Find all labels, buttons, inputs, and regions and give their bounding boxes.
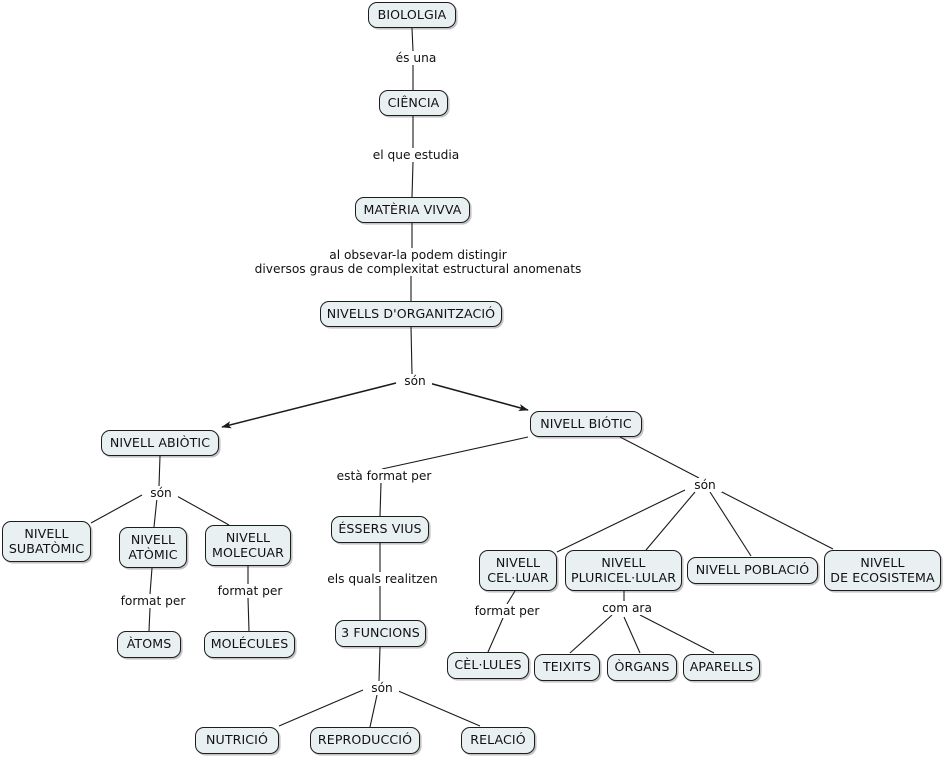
node-celular[interactable]: NIVELL CEL·LUAR: [479, 550, 557, 591]
node-ciencia[interactable]: CIÊNCIA: [379, 90, 448, 116]
link-label-els-quals: els quals realitzen: [321, 572, 444, 586]
edge-format-cellules: [487, 617, 504, 653]
link-label-son-nivells: són: [398, 374, 432, 388]
edge-abiotic-son: [158, 455, 161, 487]
node-organs[interactable]: ÒRGANS: [607, 654, 677, 681]
link-label-format-cel: format per: [469, 604, 545, 618]
edge-comara-aparells: [639, 614, 715, 654]
edge-sonb-celular: [556, 489, 686, 553]
node-funcions[interactable]: 3 FUNCIONS: [335, 620, 426, 647]
edge-son-reproduccio: [369, 694, 378, 728]
edge-funcions-son: [378, 646, 381, 682]
link-label-al-observar: al obsevar-la podem distingir diversos g…: [250, 248, 586, 276]
link-label-son-funcions: són: [365, 681, 399, 695]
link-label-com-ara: com ara: [597, 601, 657, 615]
edge-sonb-poblacio: [709, 491, 752, 557]
node-biotic[interactable]: NIVELL BIÓTIC: [530, 411, 642, 437]
link-label-format-molec: format per: [212, 584, 288, 598]
edge-son-atomic: [153, 497, 158, 528]
edge-celular-format: [506, 590, 516, 605]
edge-ciencia-materia-b: [411, 161, 414, 198]
link-label-son-abiotic: són: [144, 486, 178, 500]
node-nutricio[interactable]: NUTRICIÓ: [195, 727, 279, 754]
edge-son-biotic-arrow: [428, 382, 529, 412]
edge-biotic-sonb: [619, 436, 700, 479]
edge-son-molecuar: [174, 494, 230, 526]
edge-son-abiotic-arrow: [221, 382, 397, 429]
link-label-el-que-estudia: el que estudia: [366, 148, 466, 162]
link-label-es-una: és una: [388, 51, 444, 65]
edge-esta-essers: [379, 482, 382, 517]
node-relacio[interactable]: RELACIÓ: [461, 727, 535, 754]
edge-sonb-pluricelular: [645, 491, 696, 551]
node-aparells[interactable]: APARELLS: [683, 654, 760, 681]
edge-comara-teixits: [569, 614, 613, 654]
node-essers[interactable]: ÉSSERS VIUS: [331, 516, 429, 543]
link-label-esta-format: està format per: [333, 469, 435, 483]
node-reproduccio[interactable]: REPRODUCCIÓ: [310, 727, 420, 754]
node-abiotic[interactable]: NIVELL ABIÒTIC: [101, 430, 219, 456]
node-subatomic[interactable]: NIVELL SUBATÒMIC: [2, 521, 91, 562]
link-label-son-biotic: són: [688, 478, 722, 492]
edge-biotic-essers: [381, 436, 529, 470]
node-molecuar[interactable]: NIVELL MOLECUAR: [205, 525, 291, 566]
node-atomic[interactable]: NIVELL ATÒMIC: [119, 527, 187, 568]
edge-atomic-format: [149, 567, 153, 595]
edge-nivells-son: [410, 326, 413, 375]
node-pluricelular[interactable]: NIVELL PLURICEL·LULAR: [565, 550, 682, 591]
node-ecosistema[interactable]: NIVELL DE ECOSISTEMA: [824, 550, 941, 591]
node-molecules[interactable]: MOLÉCULES: [204, 631, 295, 658]
edge-son-relacio: [395, 689, 481, 727]
edge-comara-organs: [623, 616, 641, 654]
edge-biologia-ciencia: [411, 27, 414, 52]
edge-son-subatomic: [90, 494, 143, 524]
node-poblacio[interactable]: NIVELL POBLACIÓ: [687, 557, 818, 584]
edge-format-atoms: [148, 607, 151, 632]
edge-sonb-ecosistema: [717, 489, 834, 550]
link-label-format-atomic: format per: [115, 594, 191, 608]
edge-format-molecules: [247, 597, 250, 632]
node-nivells[interactable]: NIVELLS D'ORGANITZACIÓ: [320, 301, 502, 327]
node-cellules[interactable]: CÈL·LULES: [447, 652, 529, 679]
node-teixits[interactable]: TEIXITS: [534, 654, 600, 681]
edge-son-nutricio: [278, 689, 364, 727]
node-materia[interactable]: MATÈRIA VIVVA: [355, 197, 470, 223]
node-biologia[interactable]: BIOLOLGIA: [368, 2, 456, 28]
node-atoms[interactable]: ÀTOMS: [117, 631, 181, 658]
